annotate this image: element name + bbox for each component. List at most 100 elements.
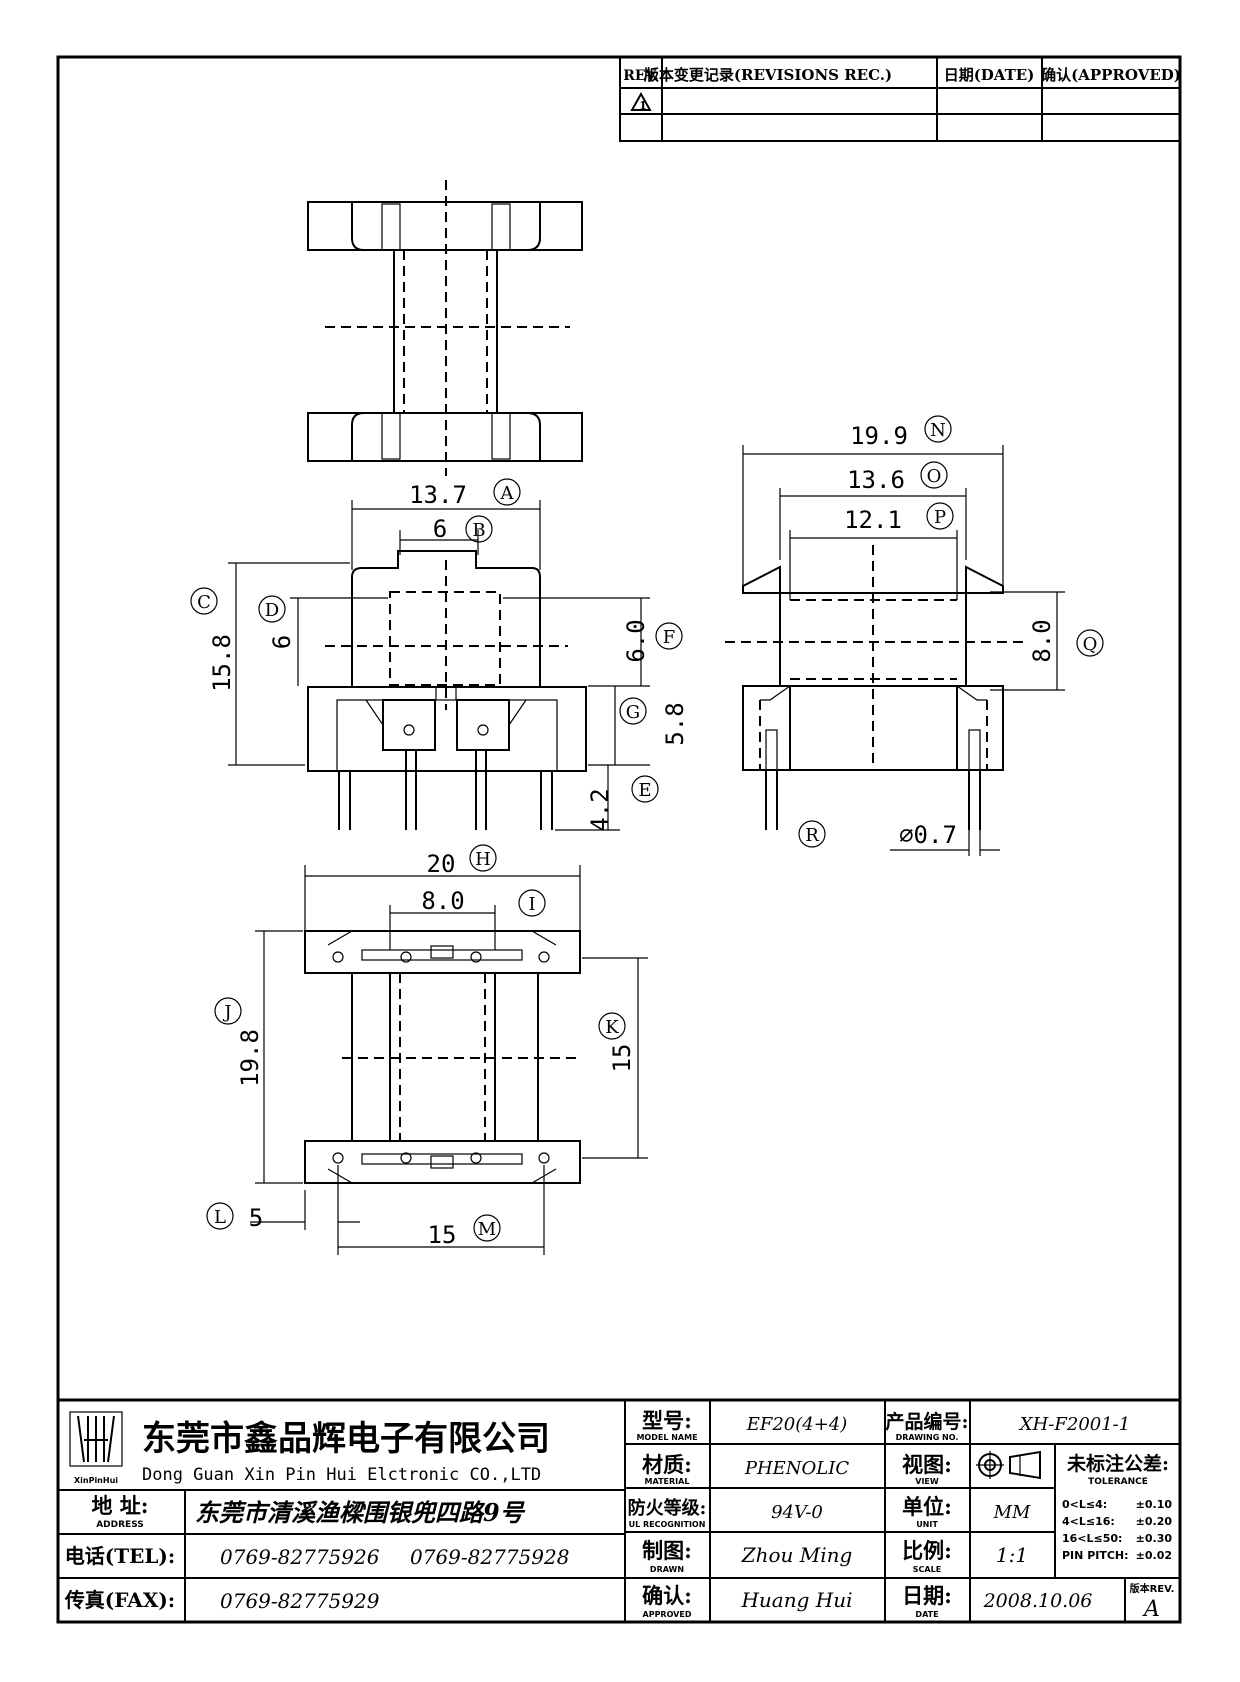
dim-P-tag: P: [934, 507, 946, 528]
address-label-en: ADDRESS: [96, 1520, 144, 1530]
tel-label: 电话(TEL):: [65, 1544, 176, 1568]
dim-G-tag: G: [626, 702, 640, 723]
dim-F-marker: [655, 622, 683, 650]
dim-H-tag: H: [475, 849, 491, 870]
first-angle-projection-icon: [976, 1450, 1041, 1480]
dim-F-value: 6.0: [622, 619, 650, 662]
tolerance-label-en: TOLERANCE: [1088, 1477, 1148, 1487]
tel-value-2: 0769-82775928: [410, 1545, 569, 1569]
drawing-number-value: XH-F2001-1: [1018, 1414, 1130, 1435]
revision-number: 1: [639, 99, 647, 112]
dim-O-marker: [920, 461, 948, 489]
approved-value: Huang Hui: [740, 1588, 852, 1612]
dim-Q-marker: [1076, 629, 1104, 657]
tel-value-1: 0769-82775926: [220, 1545, 380, 1569]
dim-R-marker: [798, 820, 826, 848]
flame-rating-label: 防火等级:: [628, 1497, 707, 1519]
address-value: 东莞市清溪渔樑围银兜四路9号: [195, 1498, 526, 1527]
material-label: 材质:: [642, 1452, 692, 1477]
dim-B-tag: B: [472, 520, 485, 541]
dim-J-tag: J: [222, 1002, 231, 1023]
dimension-labels: 13.7 A 6 B C 15.8 D 6 6.0 F G 5.8 4.2 E …: [190, 415, 1104, 1249]
view-label: 视图:: [902, 1452, 952, 1477]
dim-O-tag: O: [927, 466, 942, 487]
view-label-en: VIEW: [915, 1477, 939, 1486]
model-label-en: MODEL NAME: [636, 1433, 697, 1442]
title-block: XinPinHui 东莞市鑫品辉电子有限公司 Dong Guan Xin Pin…: [58, 1398, 1180, 1622]
dim-A-tag: A: [500, 483, 515, 504]
dim-B-marker: [465, 515, 493, 543]
side-view: [725, 445, 1065, 856]
dim-F-tag: F: [663, 627, 676, 648]
dim-M-tag: M: [478, 1219, 496, 1240]
tolerance-value-2: ±0.20: [1136, 1515, 1173, 1528]
model-value: EF20(4+4): [746, 1414, 848, 1435]
dim-L-value: 5: [249, 1204, 263, 1232]
dim-R-tag: R: [805, 825, 819, 846]
top-view: [307, 180, 583, 476]
company-name-en: Dong Guan Xin Pin Hui Elctronic CO.,LTD: [142, 1465, 541, 1485]
approved-label: 确认:: [642, 1583, 692, 1608]
revision-record-header: 版本变更记录(REVISIONS REC.): [644, 66, 892, 84]
bottom-view: [250, 865, 648, 1255]
dim-N-marker: [924, 415, 952, 443]
front-view: [228, 500, 650, 831]
material-label-en: MATERIAL: [645, 1477, 690, 1486]
dim-B-value: 6: [433, 515, 447, 543]
dim-O-value: 13.6: [847, 466, 905, 494]
date-label-en: DATE: [915, 1610, 938, 1619]
unit-value: MM: [993, 1502, 1031, 1523]
dim-Q-value: 8.0: [1028, 619, 1056, 662]
dim-I-tag: I: [528, 894, 535, 915]
company-logo: XinPinHui: [69, 1411, 123, 1485]
material-value: PHENOLIC: [744, 1458, 850, 1479]
dim-C-tag: C: [197, 592, 211, 613]
fax-label: 传真(FAX):: [64, 1588, 175, 1612]
tolerance-label: 未标注公差:: [1066, 1452, 1169, 1475]
revision-table: REV. 版本变更记录(REVISIONS REC.) 日期(DATE) 确认(…: [619, 56, 1181, 142]
dim-J-marker: [214, 997, 242, 1025]
dim-H-value: 20: [427, 850, 456, 878]
dim-P-marker: [926, 502, 954, 530]
dim-J-value: 19.8: [236, 1029, 264, 1087]
date-value: 2008.10.06: [983, 1590, 1093, 1612]
dim-L-tag: L: [214, 1207, 226, 1228]
tolerance-range-3: 16<L≤50:: [1062, 1532, 1122, 1545]
flame-rating-value: 94V-0: [771, 1502, 823, 1523]
sheet-border: [56, 55, 1182, 1624]
tolerance-value-1: ±0.10: [1136, 1498, 1173, 1511]
unit-label-en: UNIT: [916, 1520, 938, 1529]
tolerance-range-2: 4<L≤16:: [1062, 1515, 1115, 1528]
drawing-number-label-en: DRAWING NO.: [896, 1433, 959, 1442]
dim-C-value: 15.8: [208, 634, 236, 692]
flame-rating-label-en: UL RECOGNITION: [629, 1520, 706, 1529]
dim-N-value: 19.9: [850, 422, 908, 450]
tolerance-value-3: ±0.30: [1136, 1532, 1173, 1545]
tolerance-value-4: ±0.02: [1136, 1549, 1172, 1562]
dim-E-value: 4.2: [586, 788, 614, 831]
dim-R-value: ⌀0.7: [899, 821, 957, 849]
dim-M-value: 15: [428, 1221, 457, 1249]
dim-G-value: 5.8: [661, 702, 689, 745]
dim-K-value: 15: [608, 1044, 636, 1073]
dim-K-tag: K: [605, 1017, 619, 1038]
rev-value: A: [1142, 1597, 1160, 1622]
drawing-number-label: 产品编号:: [885, 1410, 968, 1433]
dim-A-marker: [493, 478, 521, 506]
dim-H-marker: [469, 844, 497, 872]
scale-label-en: SCALE: [913, 1565, 941, 1574]
drawn-label-en: DRAWN: [650, 1565, 684, 1574]
date-label: 日期:: [902, 1583, 952, 1608]
dim-Q-tag: Q: [1083, 634, 1098, 655]
address-label: 地 址:: [91, 1493, 148, 1518]
approved-label-en: APPROVED: [643, 1610, 692, 1619]
tolerance-range-4: PIN PITCH:: [1062, 1549, 1129, 1562]
dim-M-marker: [473, 1214, 501, 1242]
dim-D-value: 6: [268, 635, 296, 649]
drawn-value: Zhou Ming: [741, 1543, 853, 1567]
unit-label: 单位:: [902, 1494, 952, 1519]
dim-E-marker: [631, 775, 659, 803]
dim-A-value: 13.7: [409, 481, 467, 509]
dim-N-tag: N: [930, 420, 946, 441]
